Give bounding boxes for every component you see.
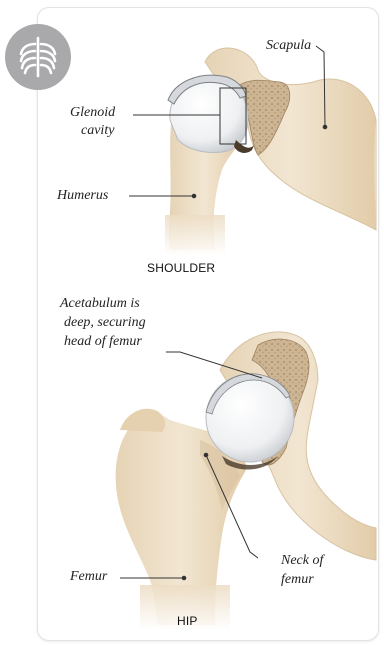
- acetabulum-label-line2: deep, securing: [64, 314, 146, 331]
- scapula-label: Scapula: [266, 37, 311, 54]
- glenoid-label-line1: Glenoid: [70, 104, 115, 121]
- shoulder-illustration: [165, 48, 376, 255]
- femur-label: Femur: [70, 568, 107, 585]
- neck-label-line1: Neck of: [281, 552, 323, 569]
- ribcage-icon: [5, 24, 71, 90]
- neck-label-line2: femur: [281, 571, 314, 588]
- glenoid-label-line2: cavity: [81, 122, 114, 139]
- shoulder-caption: SHOULDER: [147, 261, 215, 275]
- acetabulum-label-line3: head of femur: [64, 333, 142, 350]
- acetabulum-label-line1: Acetabulum is: [60, 295, 140, 312]
- hip-illustration: [116, 332, 376, 630]
- humerus-label: Humerus: [57, 187, 108, 204]
- hip-caption: HIP: [177, 614, 198, 628]
